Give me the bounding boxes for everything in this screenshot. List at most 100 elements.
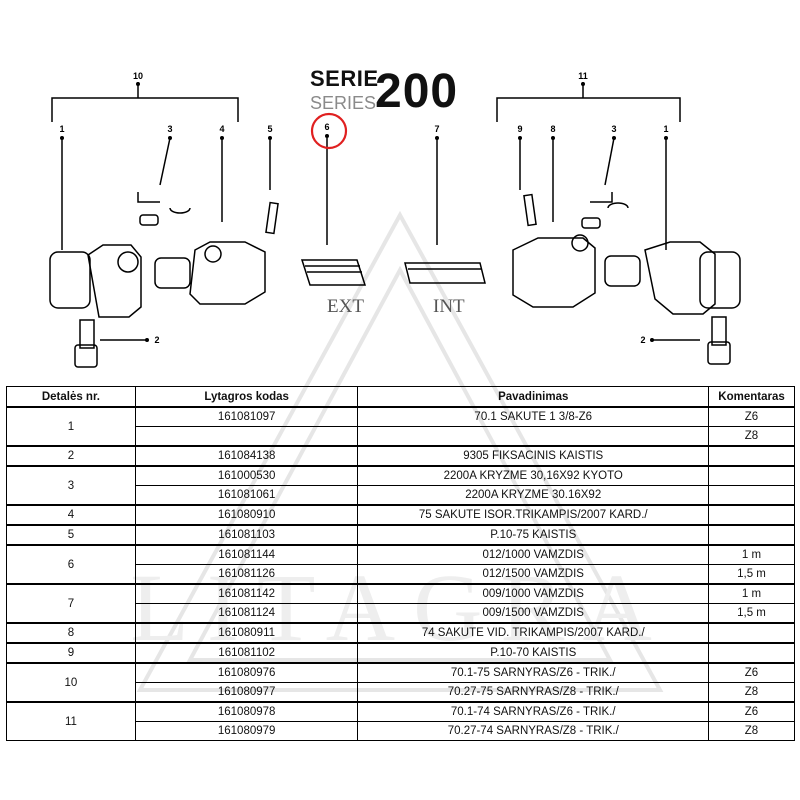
cell-komentaras: Z8 (708, 682, 795, 703)
cell-pavadinimas: 2200A KRYZME 30.16X92 (357, 485, 709, 506)
cell-komentaras: Z8 (708, 426, 795, 447)
callout: 7 (434, 124, 439, 134)
cell-pavadinimas: 009/1000 VAMZDIS (357, 583, 709, 604)
parts-table: Detalės nr. Lytagros kodas Pavadinimas K… (6, 386, 795, 741)
cell-pavadinimas: 70.27-74 SARNYRAS/Z8 - TRIK./ (357, 721, 709, 741)
cell-komentaras (708, 622, 795, 644)
cell-komentaras: 1 m (708, 583, 795, 604)
cell-pavadinimas: 9305 FIKSACINIS KAISTIS (357, 445, 709, 467)
cell-kodas: 161081061 (134, 485, 359, 506)
cell-kodas: 161081144 (134, 544, 359, 565)
cell-detales-nr: 1 (6, 406, 136, 447)
cell-kodas: 161080976 (134, 662, 359, 683)
cell-detales-nr: 5 (6, 524, 136, 546)
cell-pavadinimas (357, 426, 709, 447)
cell-kodas (134, 426, 359, 447)
cell-kodas: 161080910 (134, 504, 359, 526)
callout: 8 (550, 124, 555, 134)
callout: 6 (324, 122, 329, 132)
label-ext: EXT (327, 296, 364, 317)
cell-komentaras: 1,5 m (708, 564, 795, 585)
callout: 11 (578, 71, 588, 81)
table-row: Z8 (7, 426, 795, 447)
cell-detales-nr: 6 (6, 544, 136, 585)
cell-pavadinimas: P.10-70 KAISTIS (357, 642, 709, 664)
cell-pavadinimas: 70.1-75 SARNYRAS/Z6 - TRIK./ (357, 662, 709, 683)
cell-kodas: 161080911 (134, 622, 359, 644)
callout: 10 (133, 71, 143, 81)
cell-detales-nr: 9 (6, 642, 136, 664)
cell-pavadinimas: 70.1-74 SARNYRAS/Z6 - TRIK./ (357, 701, 709, 722)
cell-detales-nr: 11 (6, 701, 136, 741)
cell-pavadinimas: 70.1 SAKUTE 1 3/8-Z6 (357, 406, 709, 427)
cell-komentaras: Z6 (708, 406, 795, 427)
highlight-circle (310, 112, 348, 150)
callout: 1 (663, 124, 668, 134)
callout: 2 (154, 335, 159, 345)
cell-kodas: 161081102 (134, 642, 359, 664)
cell-pavadinimas: 009/1500 VAMZDIS (357, 603, 709, 624)
callout: 2 (640, 335, 645, 345)
title-number: 200 (375, 65, 459, 118)
cell-detales-nr: 2 (6, 445, 136, 467)
cell-detales-nr: 8 (6, 622, 136, 644)
header-komentaras: Komentaras (708, 386, 795, 408)
cell-kodas: 161080977 (134, 682, 359, 703)
cell-komentaras: Z6 (708, 701, 795, 722)
cell-komentaras: 1 m (708, 544, 795, 565)
cell-komentaras (708, 485, 795, 506)
cell-pavadinimas: 70.27-75 SARNYRAS/Z8 - TRIK./ (357, 682, 709, 703)
header-pavadinimas: Pavadinimas (357, 386, 709, 408)
cell-pavadinimas: 74 SAKUTE VID. TRIKAMPIS/2007 KARD./ (357, 622, 709, 644)
cell-kodas: 161081142 (134, 583, 359, 604)
cell-kodas: 161084138 (134, 445, 359, 467)
cell-komentaras (708, 465, 795, 486)
cell-pavadinimas: 012/1500 VAMZDIS (357, 564, 709, 585)
cell-detales-nr: 10 (6, 662, 136, 703)
table-header-row: Detalės nr. Lytagros kodas Pavadinimas K… (6, 386, 795, 408)
cell-komentaras (708, 524, 795, 546)
cell-kodas: 161081126 (134, 564, 359, 585)
cell-kodas: 161080979 (134, 721, 359, 741)
cell-komentaras: 1,5 m (708, 603, 795, 624)
cell-pavadinimas: 012/1000 VAMZDIS (357, 544, 709, 565)
cell-kodas: 161081097 (134, 406, 359, 427)
header-detales-nr: Detalės nr. (6, 386, 136, 408)
callout: 1 (59, 124, 64, 134)
parts-drawing: 10 1 3 4 5 6 7 9 8 3 1 11 2 2 (49, 71, 741, 368)
callout: 9 (517, 124, 522, 134)
callout: 3 (167, 124, 172, 134)
cell-komentaras (708, 504, 795, 526)
cell-komentaras: Z8 (708, 721, 795, 741)
header-lytagros-kodas: Lytagros kodas (134, 386, 359, 408)
callout: 3 (611, 124, 616, 134)
callout: 4 (219, 124, 224, 134)
cell-komentaras (708, 445, 795, 467)
cell-detales-nr: 4 (6, 504, 136, 526)
title-serie: SERIE (310, 66, 379, 91)
cell-detales-nr: 7 (6, 583, 136, 624)
title-series: SERIES (310, 93, 377, 113)
callout: 5 (267, 124, 272, 134)
cell-pavadinimas: P.10-75 KAISTIS (357, 524, 709, 546)
cell-pavadinimas: 2200A KRYZME 30,16X92 KYOTO (357, 465, 709, 486)
cell-kodas: 161081124 (134, 603, 359, 624)
cell-detales-nr: 3 (6, 465, 136, 506)
exploded-diagram: SERIE SERIES 200 EXT INT (0, 0, 800, 385)
cell-pavadinimas: 75 SAKUTE ISOR.TRIKAMPIS/2007 KARD./ (357, 504, 709, 526)
